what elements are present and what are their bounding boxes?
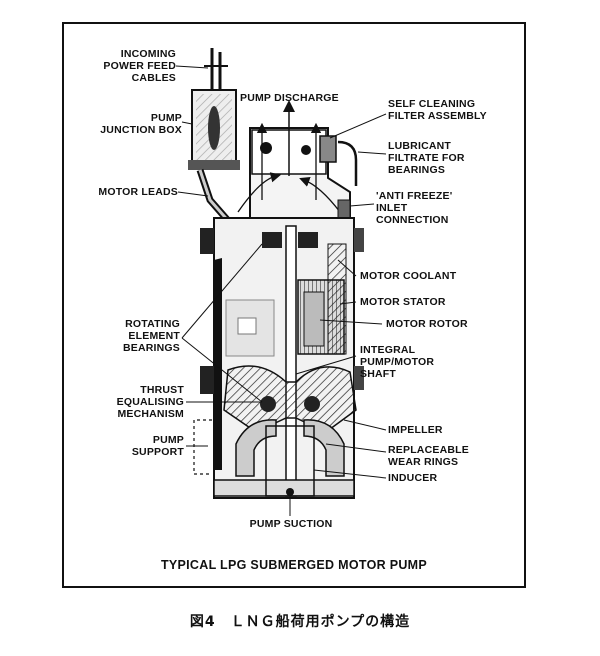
label-lubricant-filtrate: LUBRICANT FILTRATE FOR BEARINGS bbox=[388, 140, 465, 176]
label-self-cleaning-filter-assembly: SELF CLEANING FILTER ASSEMBLY bbox=[388, 98, 487, 122]
label-integral-pump-motor-shaft: INTEGRAL PUMP/MOTOR SHAFT bbox=[360, 344, 435, 380]
label-rotating-element-bearings: ROTATING ELEMENT BEARINGS bbox=[122, 318, 180, 354]
label-pump-support: PUMP SUPPORT bbox=[131, 434, 184, 458]
figure-frame bbox=[62, 22, 526, 588]
label-motor-coolant: MOTOR COOLANT bbox=[360, 270, 457, 282]
label-inducer: INDUCER bbox=[388, 472, 438, 484]
label-incoming-power-feed-cables: INCOMING POWER FEED CABLES bbox=[103, 48, 176, 84]
label-pump-junction-box: PUMP JUNCTION BOX bbox=[100, 112, 182, 136]
motor-rotor bbox=[303, 291, 325, 347]
label-motor-stator: MOTOR STATOR bbox=[360, 296, 446, 308]
pump-shaft bbox=[285, 225, 297, 497]
junction-box bbox=[188, 89, 240, 170]
label-motor-rotor: MOTOR ROTOR bbox=[386, 318, 468, 330]
power-cables bbox=[204, 48, 228, 92]
label-motor-leads: MOTOR LEADS bbox=[98, 186, 178, 198]
pump-support bbox=[193, 419, 212, 475]
label-anti-freeze-inlet: 'ANTI FREEZE' INLET CONNECTION bbox=[376, 190, 453, 226]
label-replaceable-wear-rings: REPLACEABLE WEAR RINGS bbox=[388, 444, 469, 468]
leader-lines bbox=[175, 65, 387, 516]
figure-caption: 図4 ＬＮＧ船荷用ポンプの構造 bbox=[189, 614, 411, 630]
label-pump-discharge: PUMP DISCHARGE bbox=[240, 92, 339, 104]
label-thrust-equalising-mechanism: THRUST EQUALISING MECHANISM bbox=[116, 384, 184, 420]
suction-inlet bbox=[213, 425, 355, 497]
label-pump-suction: PUMP SUCTION bbox=[249, 518, 333, 530]
label-impeller: IMPELLER bbox=[388, 424, 443, 436]
figure-title: TYPICAL LPG SUBMERGED MOTOR PUMP bbox=[160, 558, 428, 572]
